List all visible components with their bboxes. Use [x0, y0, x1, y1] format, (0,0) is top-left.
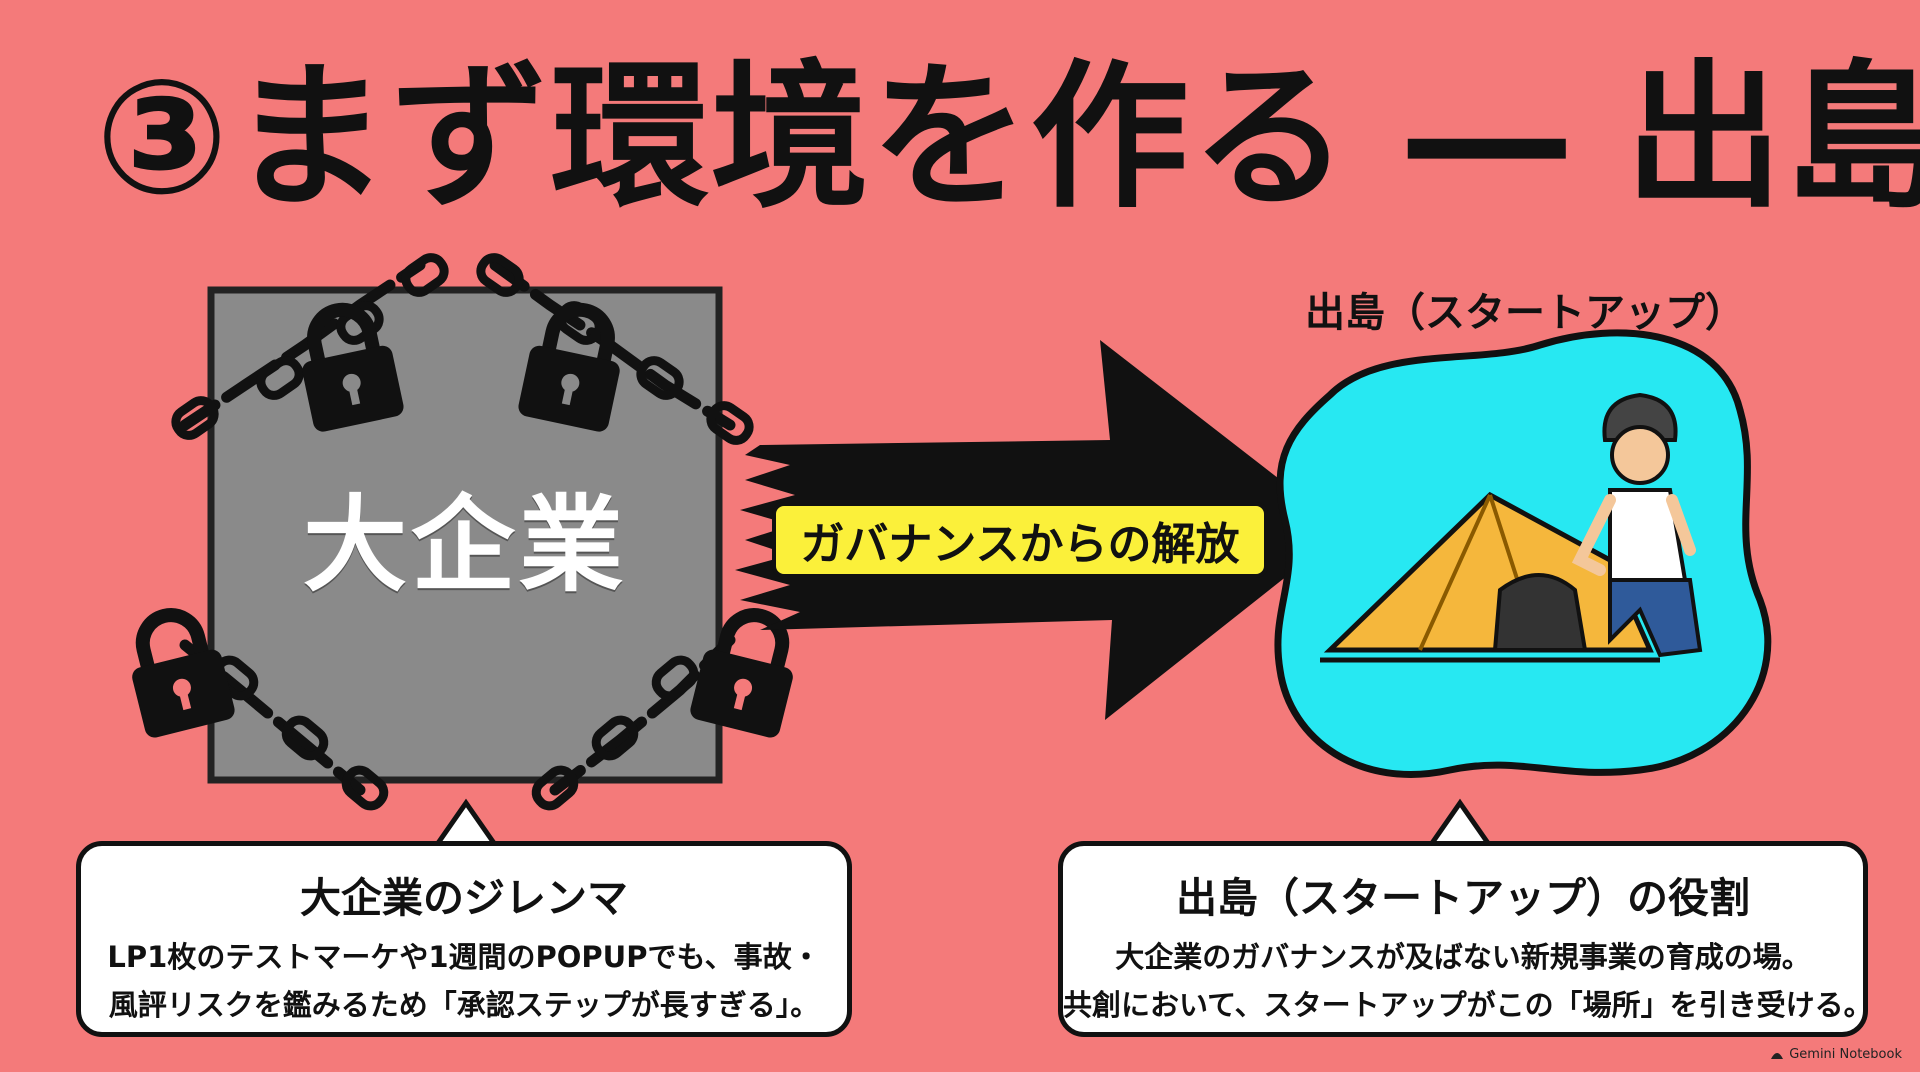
bubble-line: 共創において、スタートアップがこの「場所」を引き受ける。 [1063, 988, 1873, 1022]
brand-name: Gemini Notebook [1789, 1047, 1902, 1062]
bubble-title: 出島（スタートアップ）の役割 [1176, 874, 1750, 922]
bubble-pointer [433, 798, 1493, 848]
padlock-icon [690, 608, 793, 738]
padlock-icon [132, 608, 235, 738]
notebook-logo-icon [1771, 1052, 1784, 1059]
role-bubble: 出島（スタートアップ）の役割 大企業のガバナンスが及ばない新規事業の育成の場。 … [1058, 841, 1873, 1037]
bubble-line: LP1枚のテストマーケや1週間のPOPUPでも、事故・ [107, 940, 821, 974]
big-company-label: 大企業 [302, 483, 627, 606]
island-caption: 出島（スタートアップ） [1305, 290, 1745, 336]
page-title: ③まず環境を作る ― 出島 [95, 46, 1920, 230]
padlock-icon [302, 302, 404, 432]
padlock-icon [518, 302, 620, 432]
tent-icon [1320, 491, 1660, 663]
bubble-line: 風評リスクを鑑みるため「承認ステップが長すぎる」。 [108, 988, 820, 1022]
brand-watermark: Gemini Notebook [1770, 1047, 1902, 1062]
bubble-title: 大企業のジレンマ [300, 874, 628, 922]
arrow-label: ガバナンスからの解放 [772, 502, 1268, 578]
person-icon [1571, 392, 1703, 658]
bubble-line: 大企業のガバナンスが及ばない新規事業の育成の場。 [1115, 940, 1811, 974]
dilemma-bubble: 大企業のジレンマ LP1枚のテストマーケや1週間のPOPUPでも、事故・ 風評リ… [76, 841, 852, 1037]
